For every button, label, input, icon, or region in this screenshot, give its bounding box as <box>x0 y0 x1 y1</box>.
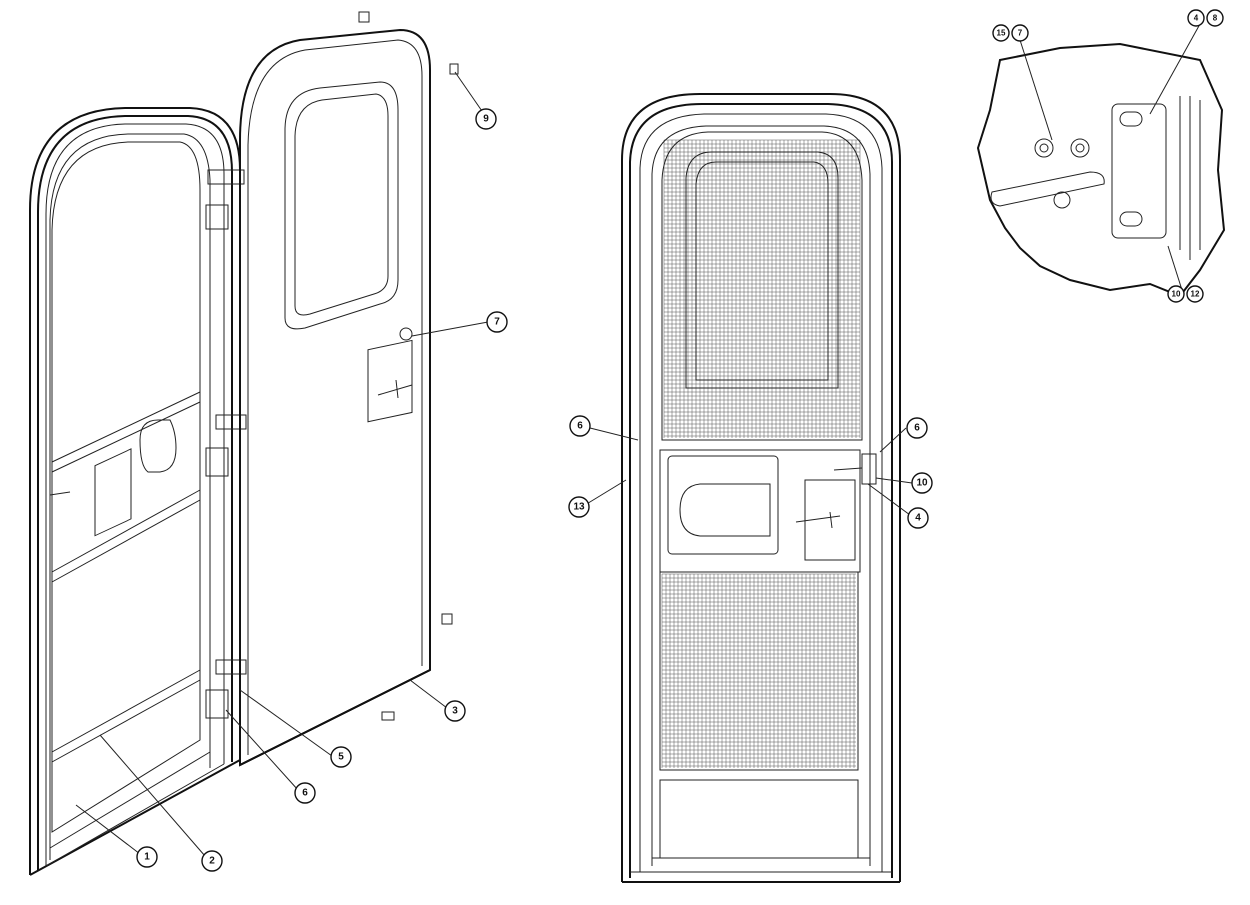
callout-5: 5 <box>330 746 352 768</box>
callout-label: 12 <box>1191 290 1200 299</box>
entry-door-panel <box>239 11 459 767</box>
callout-label: 4 <box>915 513 921 524</box>
callout-label: 10 <box>1172 290 1181 299</box>
callout-7: 7 <box>486 311 508 333</box>
screen-mesh-lower <box>661 573 856 768</box>
callout-4: 4 <box>907 507 929 529</box>
callout-7: 7 <box>1011 24 1029 42</box>
callouts-latch-detail: 15 7 4 8 10 12 <box>992 9 1224 303</box>
screen-door-left <box>49 141 201 833</box>
callouts-screen-door: 6 13 6 10 4 <box>568 415 933 529</box>
callout-label: 13 <box>573 502 585 513</box>
leader-lines <box>75 23 1201 857</box>
screen-mesh-upper <box>663 139 861 438</box>
callouts-open-door: 9 7 3 5 6 2 1 <box>136 108 508 872</box>
callout-label: 1 <box>144 852 150 863</box>
callout-10: 10 <box>1167 285 1185 303</box>
callout-6-left: 6 <box>569 415 591 437</box>
callout-label: 7 <box>494 317 500 328</box>
callout-6: 6 <box>294 782 316 804</box>
callout-label: 8 <box>1213 14 1218 23</box>
callout-2: 2 <box>201 850 223 872</box>
callout-12: 12 <box>1186 285 1204 303</box>
callout-3: 3 <box>444 700 466 722</box>
latch-detail <box>976 42 1226 298</box>
callout-label: 9 <box>483 114 489 125</box>
callout-label: 4 <box>1194 14 1199 23</box>
callout-1: 1 <box>136 846 158 868</box>
callout-9: 9 <box>475 108 497 130</box>
callout-label: 2 <box>209 856 215 867</box>
callout-15: 15 <box>992 24 1010 42</box>
callout-label: 6 <box>302 788 308 799</box>
callout-label: 15 <box>997 29 1006 38</box>
callout-label: 5 <box>338 752 344 763</box>
callout-label: 6 <box>577 421 583 432</box>
callout-label: 3 <box>452 706 458 717</box>
callout-label: 7 <box>1018 29 1023 38</box>
callout-label: 10 <box>916 478 928 489</box>
screen-door-front <box>621 93 901 883</box>
callout-label: 6 <box>914 423 920 434</box>
callout-4: 4 <box>1187 9 1205 27</box>
hinges <box>205 169 247 719</box>
callout-10: 10 <box>911 472 933 494</box>
callout-13: 13 <box>568 496 590 518</box>
door-frame <box>29 107 241 876</box>
callout-6-right: 6 <box>906 417 928 439</box>
callout-8: 8 <box>1206 9 1224 27</box>
